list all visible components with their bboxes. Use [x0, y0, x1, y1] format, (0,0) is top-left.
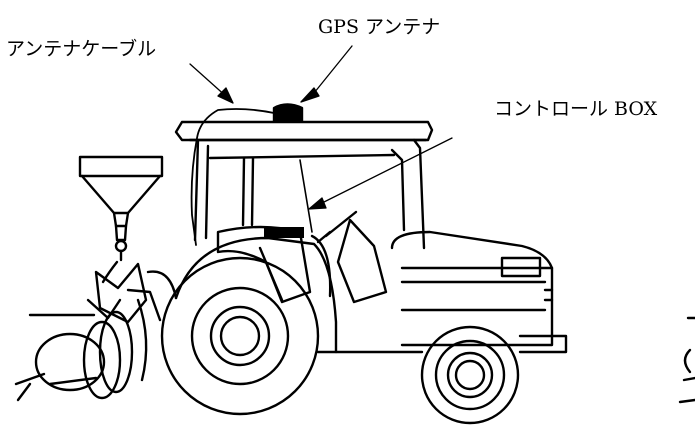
control-box: [264, 227, 304, 238]
callout-box-arrow: [308, 137, 453, 210]
cab-interior: [216, 225, 332, 304]
cab-frame: [193, 138, 426, 250]
label-antenna-cable: アンテナケーブル: [6, 38, 157, 60]
gps-antenna-dome: [272, 103, 304, 123]
antenna-cable: [190, 108, 275, 246]
cab-roof: [174, 120, 434, 142]
partial-implement-right: [678, 316, 695, 404]
label-control-box: コントロール BOX: [494, 98, 658, 120]
front-bumper: [518, 334, 568, 354]
callout-gps-arrow: [300, 45, 353, 103]
callout-cable-arrow: [189, 63, 234, 104]
fertilizer-hopper: [78, 155, 164, 284]
steering-wheel: [316, 210, 388, 304]
rear-implement: [14, 262, 178, 402]
label-gps-antenna: GPS アンテナ: [318, 16, 441, 38]
front-wheel: [420, 325, 520, 425]
tractor-hood: [390, 230, 554, 347]
rear-fender: [174, 236, 338, 354]
rear-wheel: [160, 256, 320, 416]
